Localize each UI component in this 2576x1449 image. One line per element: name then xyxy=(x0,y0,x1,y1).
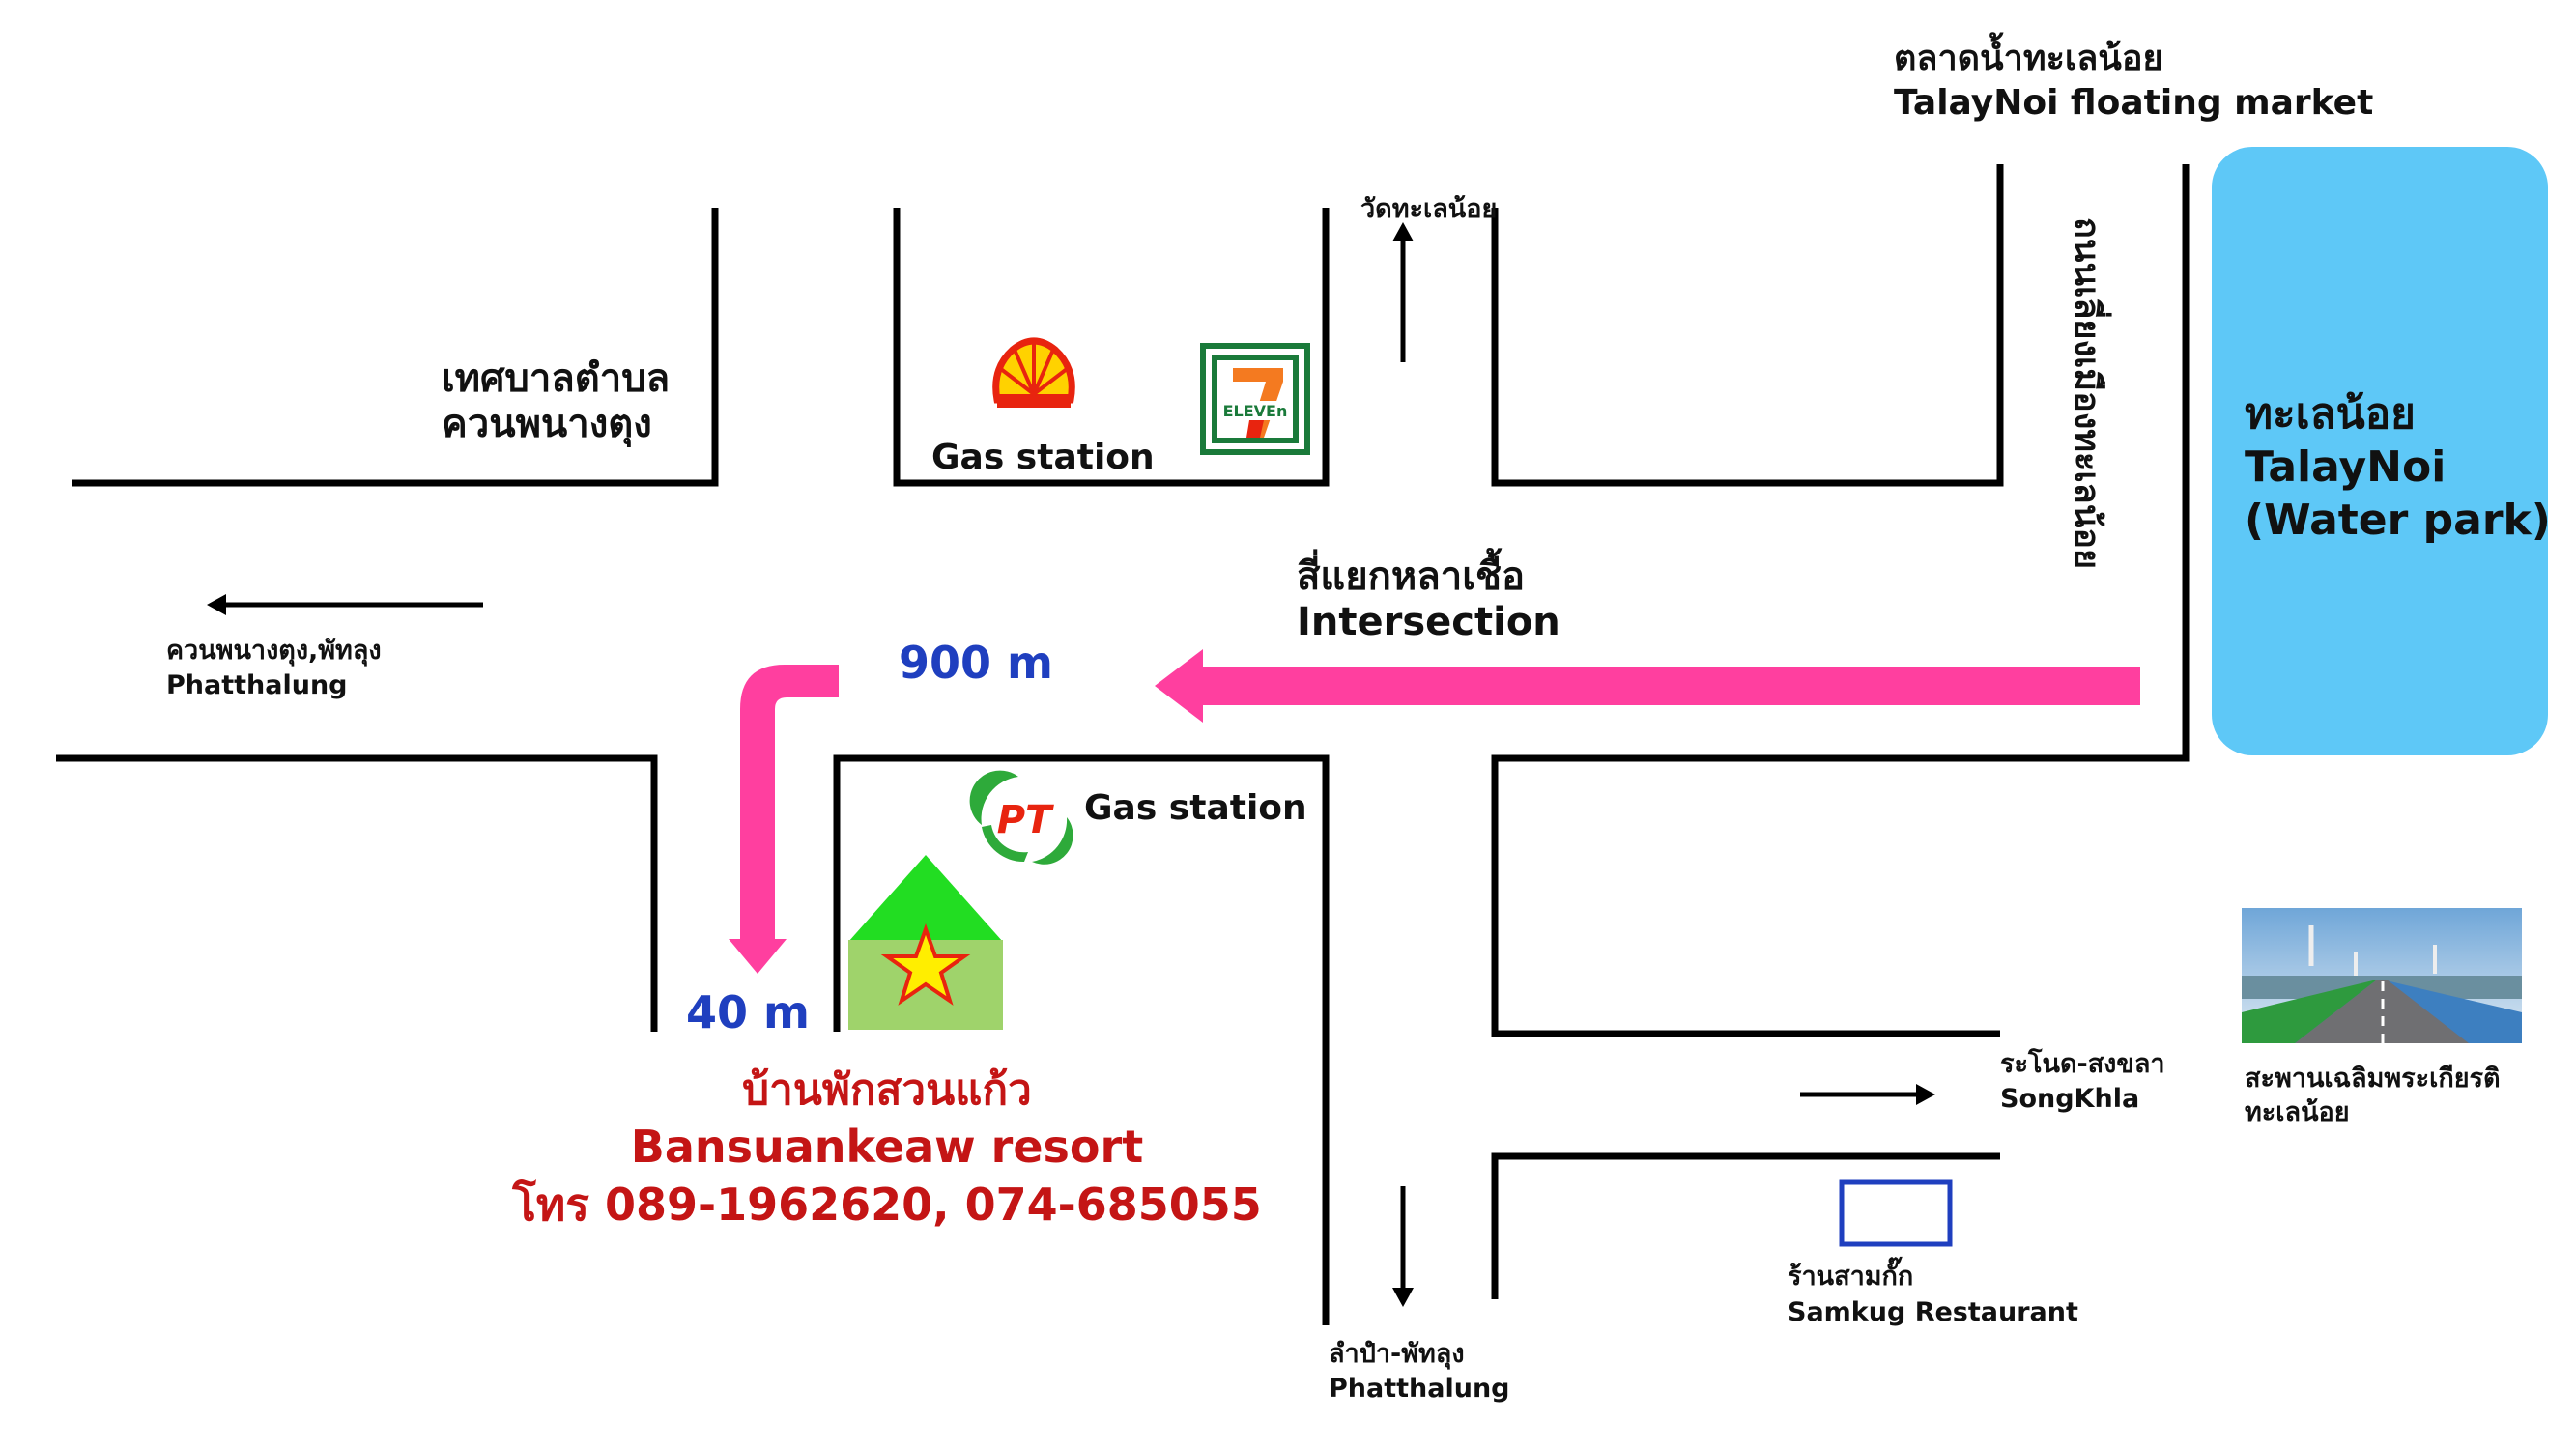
municipality-label-line2: ควนพนางตุง xyxy=(442,402,652,448)
seven-eleven-logo-icon: ELEVEn xyxy=(1200,343,1310,455)
east-destination-th: ระโนด-สงขลา xyxy=(2000,1047,2165,1079)
intersection-label-en: Intersection xyxy=(1297,600,1560,644)
distance-40m: 40 m xyxy=(686,986,810,1038)
water-park-label-en-2: (Water park) xyxy=(2245,496,2551,545)
gas-station-label-bottom: Gas station xyxy=(1084,788,1307,828)
west-destination-th: ควนพนางตุง,พัทลุง xyxy=(166,636,382,667)
road-bypass-east-edge xyxy=(1491,164,2190,1037)
south-destination-en: Phatthalung xyxy=(1329,1374,1510,1404)
west-destination-en: Phatthalung xyxy=(166,670,348,700)
bridge-label-line1: สะพานเฉลิมพระเกียรติ xyxy=(2245,1064,2501,1094)
intersection-label-th: สี่แยกหลาเชื้อ xyxy=(1297,548,1525,599)
bypass-road-label: ถนนเลี่ยงเมืองทะเลน้อย xyxy=(2067,217,2112,569)
shell-logo-icon xyxy=(992,337,1075,408)
star-icon xyxy=(880,923,971,1006)
route-main-arrow xyxy=(1155,649,2140,723)
water-park-label-en: TalayNoi xyxy=(2245,442,2446,492)
bridge-label-line2: ทะเลน้อย xyxy=(2245,1097,2350,1127)
pt-logo-icon: PT xyxy=(969,770,1073,865)
road-network xyxy=(56,164,2190,1325)
water-park-label-th: ทะเลน้อย xyxy=(2245,389,2416,439)
temple-label: วัดทะเลน้อย xyxy=(1360,194,1497,224)
resort-name-th: บ้านพักสวนแก้ว xyxy=(742,1065,1032,1115)
road-block-bottom-left xyxy=(56,754,658,1032)
south-destination-th: ลำปำ-พัทลุง xyxy=(1329,1339,1465,1370)
east-destination-en: SongKhla xyxy=(2000,1084,2139,1114)
road-block-top-right xyxy=(1491,164,2004,487)
direction-arrow-east xyxy=(1800,1084,1935,1105)
seven-eleven-logo-text: ELEVEn xyxy=(1223,402,1288,420)
market-label-en: TalayNoi floating market xyxy=(1894,83,2373,123)
road-block-top-left xyxy=(72,208,719,487)
restaurant-marker-icon xyxy=(1839,1179,1953,1247)
distance-900m: 900 m xyxy=(899,637,1053,689)
resort-house-icon xyxy=(848,855,1003,1030)
road-block-south-east xyxy=(1491,1152,2000,1299)
direction-arrow-north xyxy=(1392,222,1414,362)
municipality-label-line1: เทศบาลตำบล xyxy=(442,356,670,401)
market-label-th: ตลาดน้ำทะเลน้อย xyxy=(1894,32,2163,78)
bridge-photo-icon xyxy=(2242,908,2522,1043)
direction-arrow-south xyxy=(1392,1186,1414,1307)
water-park-area: ทะเลน้อย TalayNoi (Water park) xyxy=(2212,147,2551,755)
restaurant-label-en: Samkug Restaurant xyxy=(1788,1297,2078,1327)
pt-logo-text: PT xyxy=(997,798,1054,842)
resort-name-en: Bansuankeaw resort xyxy=(631,1121,1143,1173)
road-block-resort xyxy=(833,754,1330,1325)
restaurant-label-th: ร้านสามกั๊ก xyxy=(1788,1257,1913,1292)
route-turn-arrow xyxy=(729,665,839,974)
direction-arrow-west xyxy=(207,594,483,615)
resort-phone: โทร 089-1962620, 074-685055 xyxy=(511,1179,1262,1231)
gas-station-label-top: Gas station xyxy=(931,438,1155,477)
road-block-top-middle xyxy=(893,208,1330,487)
